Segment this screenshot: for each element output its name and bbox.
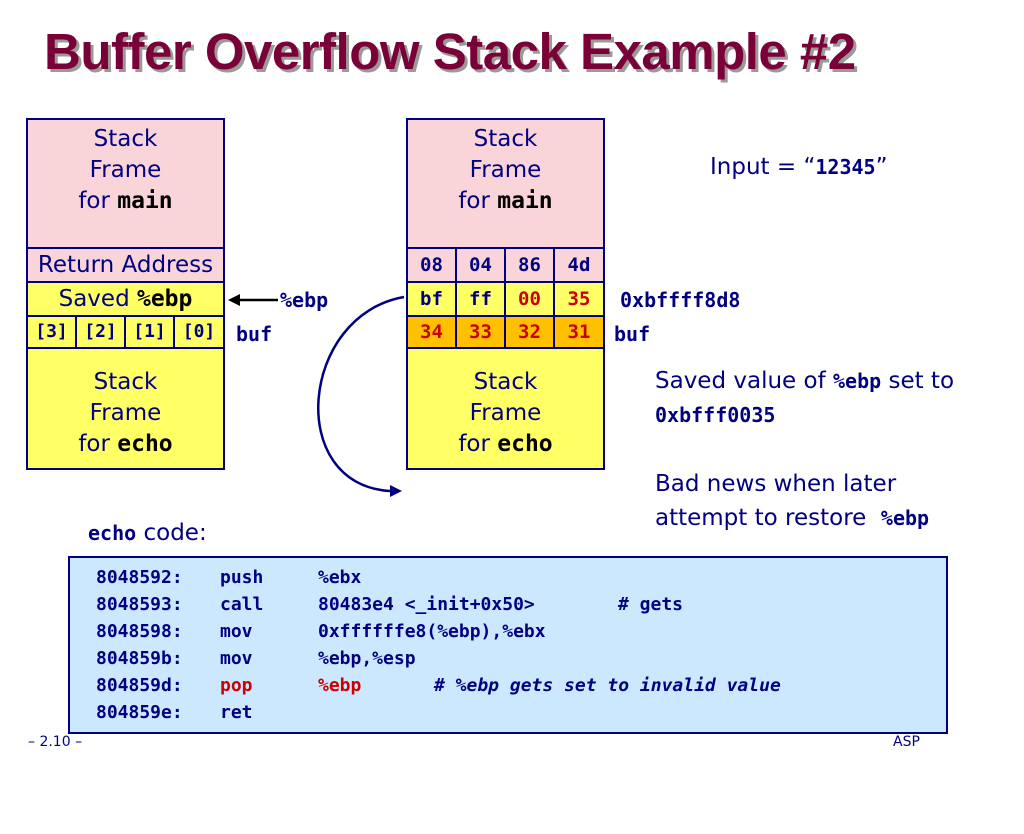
saved-ebp-text: Saved [58, 286, 130, 312]
code-addr: 804859e: [96, 702, 183, 723]
code-heading: echo code: [88, 516, 207, 550]
buf-cell-3: [3] [26, 315, 77, 349]
saved-value-note: Saved value of %ebp set to 0xbfff0035 [655, 364, 954, 432]
code-addr: 8048592: [96, 567, 183, 588]
code-comment: # %ebp gets set to invalid value [434, 675, 781, 696]
code-addr: 804859d: [96, 675, 183, 696]
code-box: 8048592: push %ebx 8048593: call 80483e4… [68, 556, 948, 734]
ret-byte-2: 86 [504, 247, 555, 283]
right-echo-frame-line2: Frame [469, 400, 542, 426]
code-line: 804859d: pop %ebp # %ebp gets set to inv… [96, 672, 781, 834]
right-echo-frame-for: for [458, 431, 490, 457]
footer-label: ASP [893, 734, 920, 750]
code-op: call [220, 594, 264, 615]
note2-text: attempt to restore [655, 505, 867, 531]
ret-byte-0: 08 [406, 247, 457, 283]
bad-news-note: Bad news when later attempt to restore %… [655, 467, 929, 535]
left-main-frame-for: for [78, 188, 110, 214]
code-args: 0xffffffe8(%ebp),%ebx [318, 621, 546, 642]
code-op: push [220, 567, 264, 588]
ebp-byte-2: 00 [504, 281, 555, 317]
code-line: 804859e: ret [96, 699, 253, 807]
left-main-frame-line1: Stack [93, 126, 158, 152]
ret-byte-3: 4d [553, 247, 605, 283]
buf-byte-3: 31 [553, 315, 605, 349]
right-stack: Stack Frame for main 08 04 86 4d bf ff 0… [406, 118, 606, 470]
left-echo-frame-line1: Stack [93, 369, 158, 395]
right-buf-label: buf [614, 322, 651, 346]
ebp-byte-1: ff [455, 281, 506, 317]
right-main-frame: Stack Frame for main [406, 118, 605, 249]
code-args: %ebp,%esp [318, 648, 416, 669]
left-echo-frame-for: for [78, 431, 110, 457]
left-buf-label: buf [236, 322, 273, 346]
note2-line1: Bad news when later [655, 471, 897, 497]
code-heading-text: code: [143, 520, 207, 546]
left-main-frame-kw: main [117, 188, 173, 214]
code-comment: # gets [618, 594, 684, 615]
right-address-label: 0xbffff8d8 [620, 288, 741, 312]
buf-cell-1: [1] [124, 315, 175, 349]
code-op: pop [220, 675, 253, 696]
code-line: 8048592: push %ebx [96, 564, 361, 699]
left-echo-frame-kw: echo [117, 431, 173, 457]
code-args: 80483e4 <_init+0x50> [318, 594, 535, 615]
code-line: 8048593: call 80483e4 <_init+0x50> # get… [96, 591, 683, 753]
left-saved-ebp: Saved %ebp [26, 281, 225, 317]
note1-value: 0xbfff0035 [655, 403, 776, 427]
right-main-frame-for: for [458, 188, 490, 214]
right-echo-frame-line1: Stack [473, 369, 538, 395]
left-ebp-label: %ebp [280, 288, 329, 312]
input-close: ” [875, 154, 888, 180]
left-echo-frame-line2: Frame [89, 400, 162, 426]
input-note: Input = “12345” [710, 150, 888, 184]
saved-ebp-kw: %ebp [136, 286, 193, 312]
note1-kw: %ebp [832, 369, 882, 393]
right-main-frame-line2: Frame [469, 157, 542, 183]
code-op: mov [220, 648, 253, 669]
right-echo-frame-kw: echo [497, 431, 553, 457]
ebp-byte-3: 35 [553, 281, 605, 317]
code-args: %ebx [318, 567, 362, 588]
code-op: mov [220, 621, 253, 642]
input-label: Input = “ [710, 154, 816, 180]
code-args: %ebp [318, 675, 362, 696]
slide-title: Buffer Overflow Stack Example #2 [44, 23, 856, 80]
left-echo-frame: Stack Frame for echo [26, 347, 225, 470]
left-main-frame-line2: Frame [89, 157, 162, 183]
buf-byte-2: 32 [504, 315, 555, 349]
right-main-frame-kw: main [497, 188, 553, 214]
buf-cell-0: [0] [173, 315, 225, 349]
code-addr: 804859b: [96, 648, 183, 669]
note1-tail: set to [888, 368, 955, 394]
code-line: 804859b: mov %ebp,%esp [96, 645, 416, 780]
code-line: 8048598: mov 0xffffffe8(%ebp),%ebx [96, 618, 546, 753]
code-addr: 8048598: [96, 621, 183, 642]
input-value: 12345 [815, 155, 876, 179]
slide-number: – 2.10 – [28, 734, 83, 750]
buf-byte-1: 33 [455, 315, 506, 349]
return-address-label: Return Address [37, 252, 214, 278]
left-return-address: Return Address [26, 247, 225, 283]
right-main-frame-line1: Stack [473, 126, 538, 152]
note2-kw: %ebp [880, 506, 930, 530]
code-heading-kw: echo [88, 521, 137, 545]
ebp-arrow [228, 294, 278, 306]
code-addr: 8048593: [96, 594, 183, 615]
ebp-byte-0: bf [406, 281, 457, 317]
right-echo-frame: Stack Frame for echo [406, 347, 605, 470]
note1-text: Saved value of [655, 368, 826, 394]
left-stack: Stack Frame for main Return Address Save… [26, 118, 226, 470]
curved-arrow [317, 295, 405, 497]
left-main-frame: Stack Frame for main [26, 118, 225, 249]
code-op: ret [220, 702, 253, 723]
ret-byte-1: 04 [455, 247, 506, 283]
buf-cell-2: [2] [75, 315, 126, 349]
